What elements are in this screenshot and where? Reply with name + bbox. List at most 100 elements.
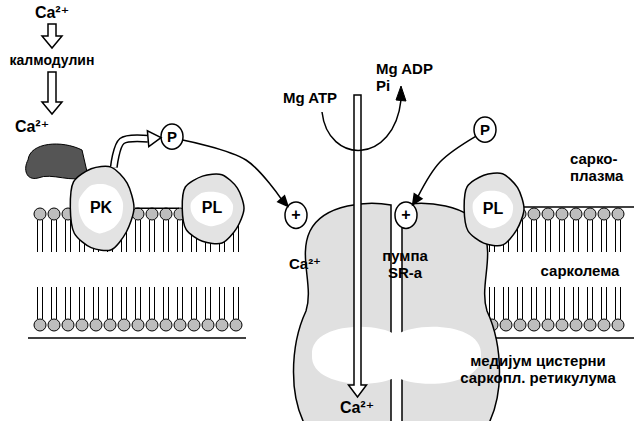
node-label: пумпа SR-а (374, 247, 436, 282)
lipid-tail (191, 287, 192, 319)
lipid-tail (51, 220, 52, 252)
protein-core (191, 192, 234, 227)
phospholipid (584, 287, 596, 331)
text-holder: Ca²⁺ (289, 255, 321, 272)
phospholipid (514, 287, 526, 331)
lipid-head (556, 208, 568, 220)
lipid-head (528, 208, 540, 220)
atp-hydrolysis-arrow (322, 100, 401, 150)
phospholipid (132, 287, 144, 331)
lipid-head (48, 319, 60, 331)
protein-label: калмодулин (10, 52, 95, 68)
phospholipid (598, 287, 610, 331)
pump-lobe (294, 203, 392, 421)
phospholipid (528, 208, 540, 252)
ion-label: Ca²⁺ (35, 4, 69, 22)
activation-site: + (394, 201, 418, 229)
phosphate-circle: P (473, 116, 497, 143)
text-holder: P (480, 121, 490, 138)
label-holder: сарколема (541, 262, 620, 279)
lipid-head (598, 319, 610, 331)
node-label: Ca²⁺ (289, 255, 321, 272)
lipid-head (118, 319, 130, 331)
label-holder: медијум цистерни саркопл. ретикулума (452, 352, 624, 387)
lipid-tail (182, 287, 183, 319)
lipid-tail (93, 287, 94, 319)
lipid-head (188, 319, 200, 331)
lipid-tail (37, 220, 38, 252)
protein-outline (464, 173, 524, 246)
connector (135, 208, 179, 209)
lipid-head (500, 319, 512, 331)
lipid-head (146, 319, 158, 331)
text-holder: PK (90, 199, 112, 217)
label-holder: Ca²⁺ (15, 118, 49, 136)
lipid-tail (522, 287, 523, 319)
lipid-tail (163, 220, 164, 252)
membrane-line (28, 337, 246, 339)
node-label: PL (202, 199, 222, 217)
lipid-tail (79, 287, 80, 319)
compartment-label: сарколема (541, 262, 620, 279)
label-holder: калмодулин (10, 52, 95, 68)
lipid-head (90, 319, 102, 331)
lipid-tail (65, 287, 66, 319)
lipid-tail (98, 287, 99, 319)
ion-label: Ca²⁺ (15, 118, 49, 136)
ion-label: Ca²⁺ (340, 399, 374, 417)
lipid-head (570, 208, 582, 220)
phospholipid (62, 287, 74, 331)
phospholamban: PL (460, 170, 526, 248)
label-holder: Ca²⁺ (35, 4, 69, 22)
lipid-tail (503, 287, 504, 319)
lipid-tail (550, 220, 551, 252)
hollow-arrow (42, 72, 62, 114)
protein-outline (70, 166, 134, 250)
lipid-tail (70, 287, 71, 319)
lipid-tail (536, 287, 537, 319)
lipid-tail (517, 287, 518, 319)
phosphate-circle: P (160, 123, 184, 150)
node-label: + (401, 206, 410, 224)
phospholipid (556, 208, 568, 252)
phospholipid (570, 287, 582, 331)
substrate-label: Mg ATP (283, 89, 337, 106)
lipid-tail (238, 287, 239, 319)
lipid-head (584, 319, 596, 331)
text-holder: + (291, 206, 300, 224)
text-holder: PL (202, 199, 222, 217)
membrane-line (522, 206, 634, 208)
lipid-head (34, 319, 46, 331)
phospholipid (202, 287, 214, 331)
phospholipid (34, 287, 46, 331)
circle-outline (285, 202, 307, 228)
phospholipid (104, 287, 116, 331)
lipid-tail (182, 220, 183, 252)
lipid-tail (587, 287, 588, 319)
phospholipid (146, 287, 158, 331)
label-holder: Ca²⁺ (340, 399, 374, 417)
lipid-tail (56, 287, 57, 319)
lipid-tail (154, 287, 155, 319)
text-holder: + (401, 206, 410, 224)
lipid-head (612, 319, 624, 331)
lipid-tail (135, 287, 136, 319)
calmodulin-shape (26, 144, 88, 179)
phospholipid (230, 287, 242, 331)
phospholipid (542, 208, 554, 252)
lipid-tail (606, 220, 607, 252)
lipid-head (528, 319, 540, 331)
lipid-tail (592, 287, 593, 319)
lipid-head (174, 319, 186, 331)
lipid-tail (233, 287, 234, 319)
lipid-tail (42, 287, 43, 319)
lipid-tail (601, 287, 602, 319)
lipid-tail (550, 287, 551, 319)
protein-outline (182, 174, 244, 244)
lipid-tail (135, 220, 136, 252)
lipid-tail (573, 287, 574, 319)
lipid-tail (205, 287, 206, 319)
lipid-tail (545, 220, 546, 252)
text-holder: PL (483, 200, 503, 218)
lipid-tail (508, 287, 509, 319)
